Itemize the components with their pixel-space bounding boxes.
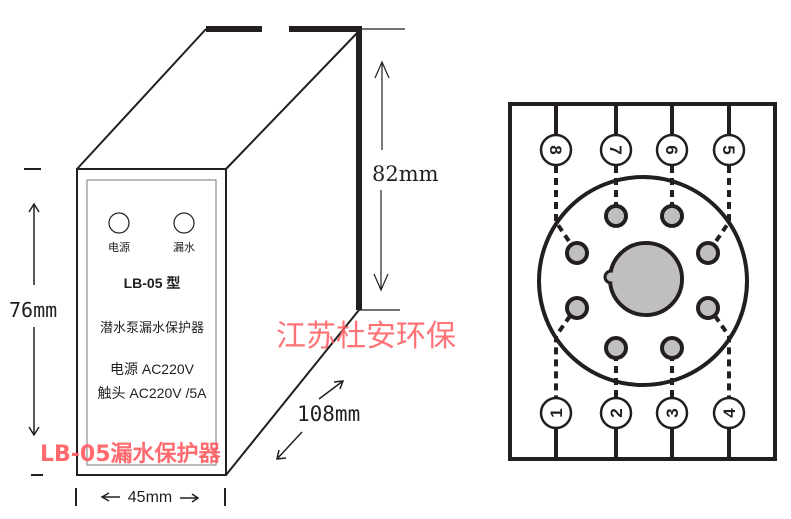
arrow-right-icon bbox=[191, 493, 200, 503]
pin-label-circle-2 bbox=[599, 396, 633, 430]
bottom-right-diagonal bbox=[225, 309, 360, 476]
pin-number-7: 7 bbox=[606, 145, 625, 154]
arrow-down-left-icon bbox=[276, 449, 287, 460]
pin-label-circle-3 bbox=[655, 396, 689, 430]
height-dimension bbox=[359, 28, 405, 311]
device-body bbox=[76, 26, 362, 476]
front-height-label: 76mm bbox=[9, 298, 57, 322]
product-watermark: LB-05漏水保护器 bbox=[40, 441, 222, 467]
arrow-up-icon bbox=[374, 60, 390, 79]
power-indicator-label: 电源 bbox=[108, 240, 130, 254]
model-label: LB-05 型 bbox=[124, 275, 181, 291]
arrow-down-icon bbox=[28, 426, 40, 437]
pin-hole-7 bbox=[604, 204, 628, 228]
width-label: 45mm bbox=[128, 489, 172, 506]
top-right-diagonal bbox=[225, 30, 360, 170]
arrow-up-right-icon bbox=[333, 380, 345, 390]
arrow-down-icon bbox=[373, 273, 389, 292]
height-label: 82mm bbox=[372, 162, 439, 186]
leak-indicator-label: 漏水 bbox=[173, 241, 195, 254]
power-indicator-icon bbox=[108, 212, 130, 234]
pin-numbers: 8 7 6 5 1 2 3 4 bbox=[546, 145, 739, 417]
leak-indicator-icon bbox=[173, 212, 195, 234]
arrow-left-icon bbox=[100, 492, 110, 502]
pin-hole-2 bbox=[604, 336, 628, 360]
pin-label-circle-1 bbox=[539, 396, 573, 430]
front-height-dimension bbox=[24, 168, 43, 476]
pin-label-circle-6 bbox=[655, 133, 689, 167]
front-panel-inset bbox=[86, 179, 217, 466]
pin-hole-3 bbox=[660, 336, 684, 360]
pin-hole-1 bbox=[565, 296, 589, 320]
depth-arrow-down bbox=[276, 431, 303, 460]
pin-label-circle-5 bbox=[712, 133, 746, 167]
pin-hole-6 bbox=[660, 204, 684, 228]
pin-number-8: 8 bbox=[546, 145, 565, 154]
pin-label-circle-4 bbox=[712, 396, 746, 430]
power-spec: 电源 AC220V bbox=[110, 361, 195, 377]
pin-number-2: 2 bbox=[607, 408, 626, 417]
pin-number-1: 1 bbox=[547, 408, 566, 417]
pin-hole-8 bbox=[565, 241, 589, 265]
dash-5 bbox=[706, 166, 731, 255]
product-name: 潜水泵漏水保护器 bbox=[100, 320, 204, 336]
pin-number-5: 5 bbox=[719, 145, 738, 154]
contact-spec: 触头 AC220V /5A bbox=[98, 385, 208, 401]
dash-8 bbox=[554, 166, 579, 255]
depth-arrow-up bbox=[318, 380, 344, 400]
pin-hole-4 bbox=[696, 296, 720, 320]
depth-dimension bbox=[276, 380, 345, 460]
company-watermark: 江苏杜安环保 bbox=[276, 319, 456, 354]
socket-outer-ring bbox=[537, 175, 749, 387]
socket-frame bbox=[508, 102, 777, 461]
front-face bbox=[76, 168, 227, 476]
pin-label-circle-7 bbox=[599, 133, 633, 167]
pin-number-6: 6 bbox=[662, 145, 681, 154]
arrow-up-icon bbox=[28, 202, 40, 213]
top-left-diagonal bbox=[76, 28, 207, 170]
width-dimension bbox=[75, 488, 226, 506]
depth-label: 108mm bbox=[297, 402, 360, 426]
pin-label-circle-8 bbox=[539, 133, 573, 167]
pin-number-3: 3 bbox=[663, 408, 682, 417]
pin-hole-5 bbox=[696, 241, 720, 265]
pin-number-4: 4 bbox=[720, 408, 739, 418]
socket-diagram bbox=[508, 102, 777, 461]
